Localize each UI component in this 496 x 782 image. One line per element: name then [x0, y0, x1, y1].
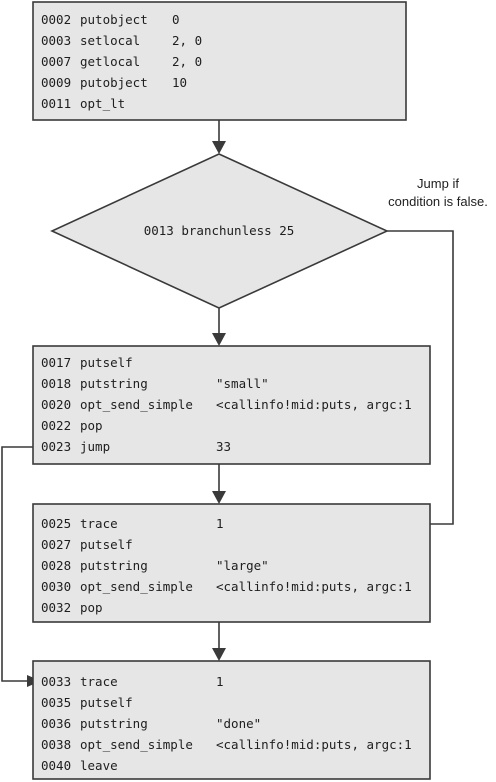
block1-line-3-operand: 10 — [172, 75, 187, 90]
arrow-block2-to-block3 — [212, 464, 226, 504]
block4-line-2-operand: "done" — [216, 716, 261, 731]
code-line: 0032 pop — [41, 600, 103, 615]
block3-line-4-address: 0032 — [41, 600, 71, 615]
block4-line-0-address: 0033 — [41, 674, 71, 689]
block4-line-1-address: 0035 — [41, 695, 71, 710]
code-line: 0018 putstring "small" — [41, 376, 269, 391]
block2-line-4-address: 0023 — [41, 439, 71, 454]
block3-line-3-address: 0030 — [41, 579, 71, 594]
block2-line-3-opcode: pop — [80, 418, 103, 433]
block2-line-0-opcode: putself — [80, 355, 133, 370]
code-block-3-box — [32, 503, 431, 623]
block3-line-2-opcode: putstring — [80, 558, 148, 573]
block1-line-1-operand: 2, 0 — [172, 33, 202, 48]
block3-line-1-address: 0027 — [41, 537, 71, 552]
block4-line-3-opcode: opt_send_simple — [80, 737, 193, 752]
code-block-1: 0002 putobject 0 0003 setlocal 2, 0 0007 getl… — [32, 1, 407, 121]
block2-line-2-opcode: opt_send_simple — [80, 397, 193, 412]
code-line: 0011 opt_lt — [41, 96, 125, 111]
block2-line-3-address: 0022 — [41, 418, 71, 433]
code-block-2: 0017 putself 0018 putstring "small" 0020 opt… — [32, 345, 431, 465]
block3-line-4-opcode: pop — [80, 600, 103, 615]
block2-line-4-opcode: jump — [80, 439, 110, 454]
decision-text: 0013 branchunless 25 — [144, 223, 295, 238]
block4-line-0-operand: 1 — [216, 674, 224, 689]
code-line: 0002 putobject 0 — [41, 12, 180, 27]
block4-line-4-address: 0040 — [41, 758, 71, 773]
code-line: 0036 putstring "done" — [41, 716, 261, 731]
block3-line-0-opcode: trace — [80, 516, 118, 531]
code-line: 0028 putstring "large" — [41, 558, 269, 573]
annotation-line-2: condition is false. — [388, 194, 488, 209]
code-line: 0033 trace 1 — [41, 674, 224, 689]
code-line: 0027 putself — [41, 537, 133, 552]
block2-line-1-address: 0018 — [41, 376, 71, 391]
code-line: 0007 getlocal 2, 0 — [41, 54, 202, 69]
block1-line-2-address: 0007 — [41, 54, 71, 69]
code-line: 0009 putobject 10 — [41, 75, 187, 90]
block3-line-3-opcode: opt_send_simple — [80, 579, 193, 594]
block3-line-2-operand: "large" — [216, 558, 269, 573]
block1-line-2-opcode: getlocal — [80, 54, 140, 69]
code-line: 0038 opt_send_simple <callinfo!mid:puts, a… — [41, 737, 412, 752]
block1-line-1-address: 0003 — [41, 33, 71, 48]
block1-line-3-opcode: putobject — [80, 75, 148, 90]
block1-line-2-operand: 2, 0 — [172, 54, 202, 69]
block2-line-2-operand: <callinfo!mid:puts, argc:1 — [216, 397, 412, 412]
jump-annotation: Jump if condition is false. — [388, 176, 488, 209]
block3-line-0-address: 0025 — [41, 516, 71, 531]
block4-line-1-opcode: putself — [80, 695, 133, 710]
block2-line-4-operand: 33 — [216, 439, 231, 454]
block3-line-0-operand: 1 — [216, 516, 224, 531]
code-block-3: 0025 trace 1 0027 putself 0028 putstring "lar… — [32, 503, 431, 623]
block2-line-2-address: 0020 — [41, 397, 71, 412]
block4-line-3-operand: <callinfo!mid:puts, argc:1 — [216, 737, 412, 752]
arrow-block1-to-decision — [212, 120, 226, 154]
decision-node: 0013 branchunless 25 — [50, 153, 389, 309]
code-line: 0017 putself — [41, 355, 133, 370]
code-line: 0022 pop — [41, 418, 103, 433]
block4-line-0-opcode: trace — [80, 674, 118, 689]
annotation-line-1: Jump if — [417, 176, 459, 191]
code-block-4: 0033 trace 1 0035 putself 0036 putstring "don… — [32, 660, 431, 780]
block1-line-0-address: 0002 — [41, 12, 71, 27]
block3-line-2-address: 0028 — [41, 558, 71, 573]
block2-line-1-operand: "small" — [216, 376, 269, 391]
block4-line-2-opcode: putstring — [80, 716, 148, 731]
arrow-block3-to-block4 — [212, 622, 226, 661]
block4-line-3-address: 0038 — [41, 737, 71, 752]
code-line: 0030 opt_send_simple <callinfo!mid:puts, a… — [41, 579, 412, 594]
block1-line-0-opcode: putobject — [80, 12, 148, 27]
code-block-2-box — [32, 345, 431, 465]
code-line: 0025 trace 1 — [41, 516, 224, 531]
block3-line-3-operand: <callinfo!mid:puts, argc:1 — [216, 579, 412, 594]
block4-line-4-opcode: leave — [80, 758, 118, 773]
code-block-4-box — [32, 660, 431, 780]
block1-line-0-operand: 0 — [172, 12, 180, 27]
block2-line-1-opcode: putstring — [80, 376, 148, 391]
code-line: 0003 setlocal 2, 0 — [41, 33, 202, 48]
code-line: 0040 leave — [41, 758, 118, 773]
code-line: 0035 putself — [41, 695, 133, 710]
block1-line-4-address: 0011 — [41, 96, 71, 111]
block3-line-1-opcode: putself — [80, 537, 133, 552]
code-line: 0023 jump 33 — [41, 439, 231, 454]
code-line: 0020 opt_send_simple <callinfo!mid:puts, a… — [41, 397, 412, 412]
arrow-decision-to-block2 — [212, 308, 226, 346]
block4-line-2-address: 0036 — [41, 716, 71, 731]
block1-line-4-opcode: opt_lt — [80, 96, 125, 111]
block1-line-1-opcode: setlocal — [80, 33, 140, 48]
block2-line-0-address: 0017 — [41, 355, 71, 370]
block1-line-3-address: 0009 — [41, 75, 71, 90]
code-block-1-box — [32, 1, 407, 121]
